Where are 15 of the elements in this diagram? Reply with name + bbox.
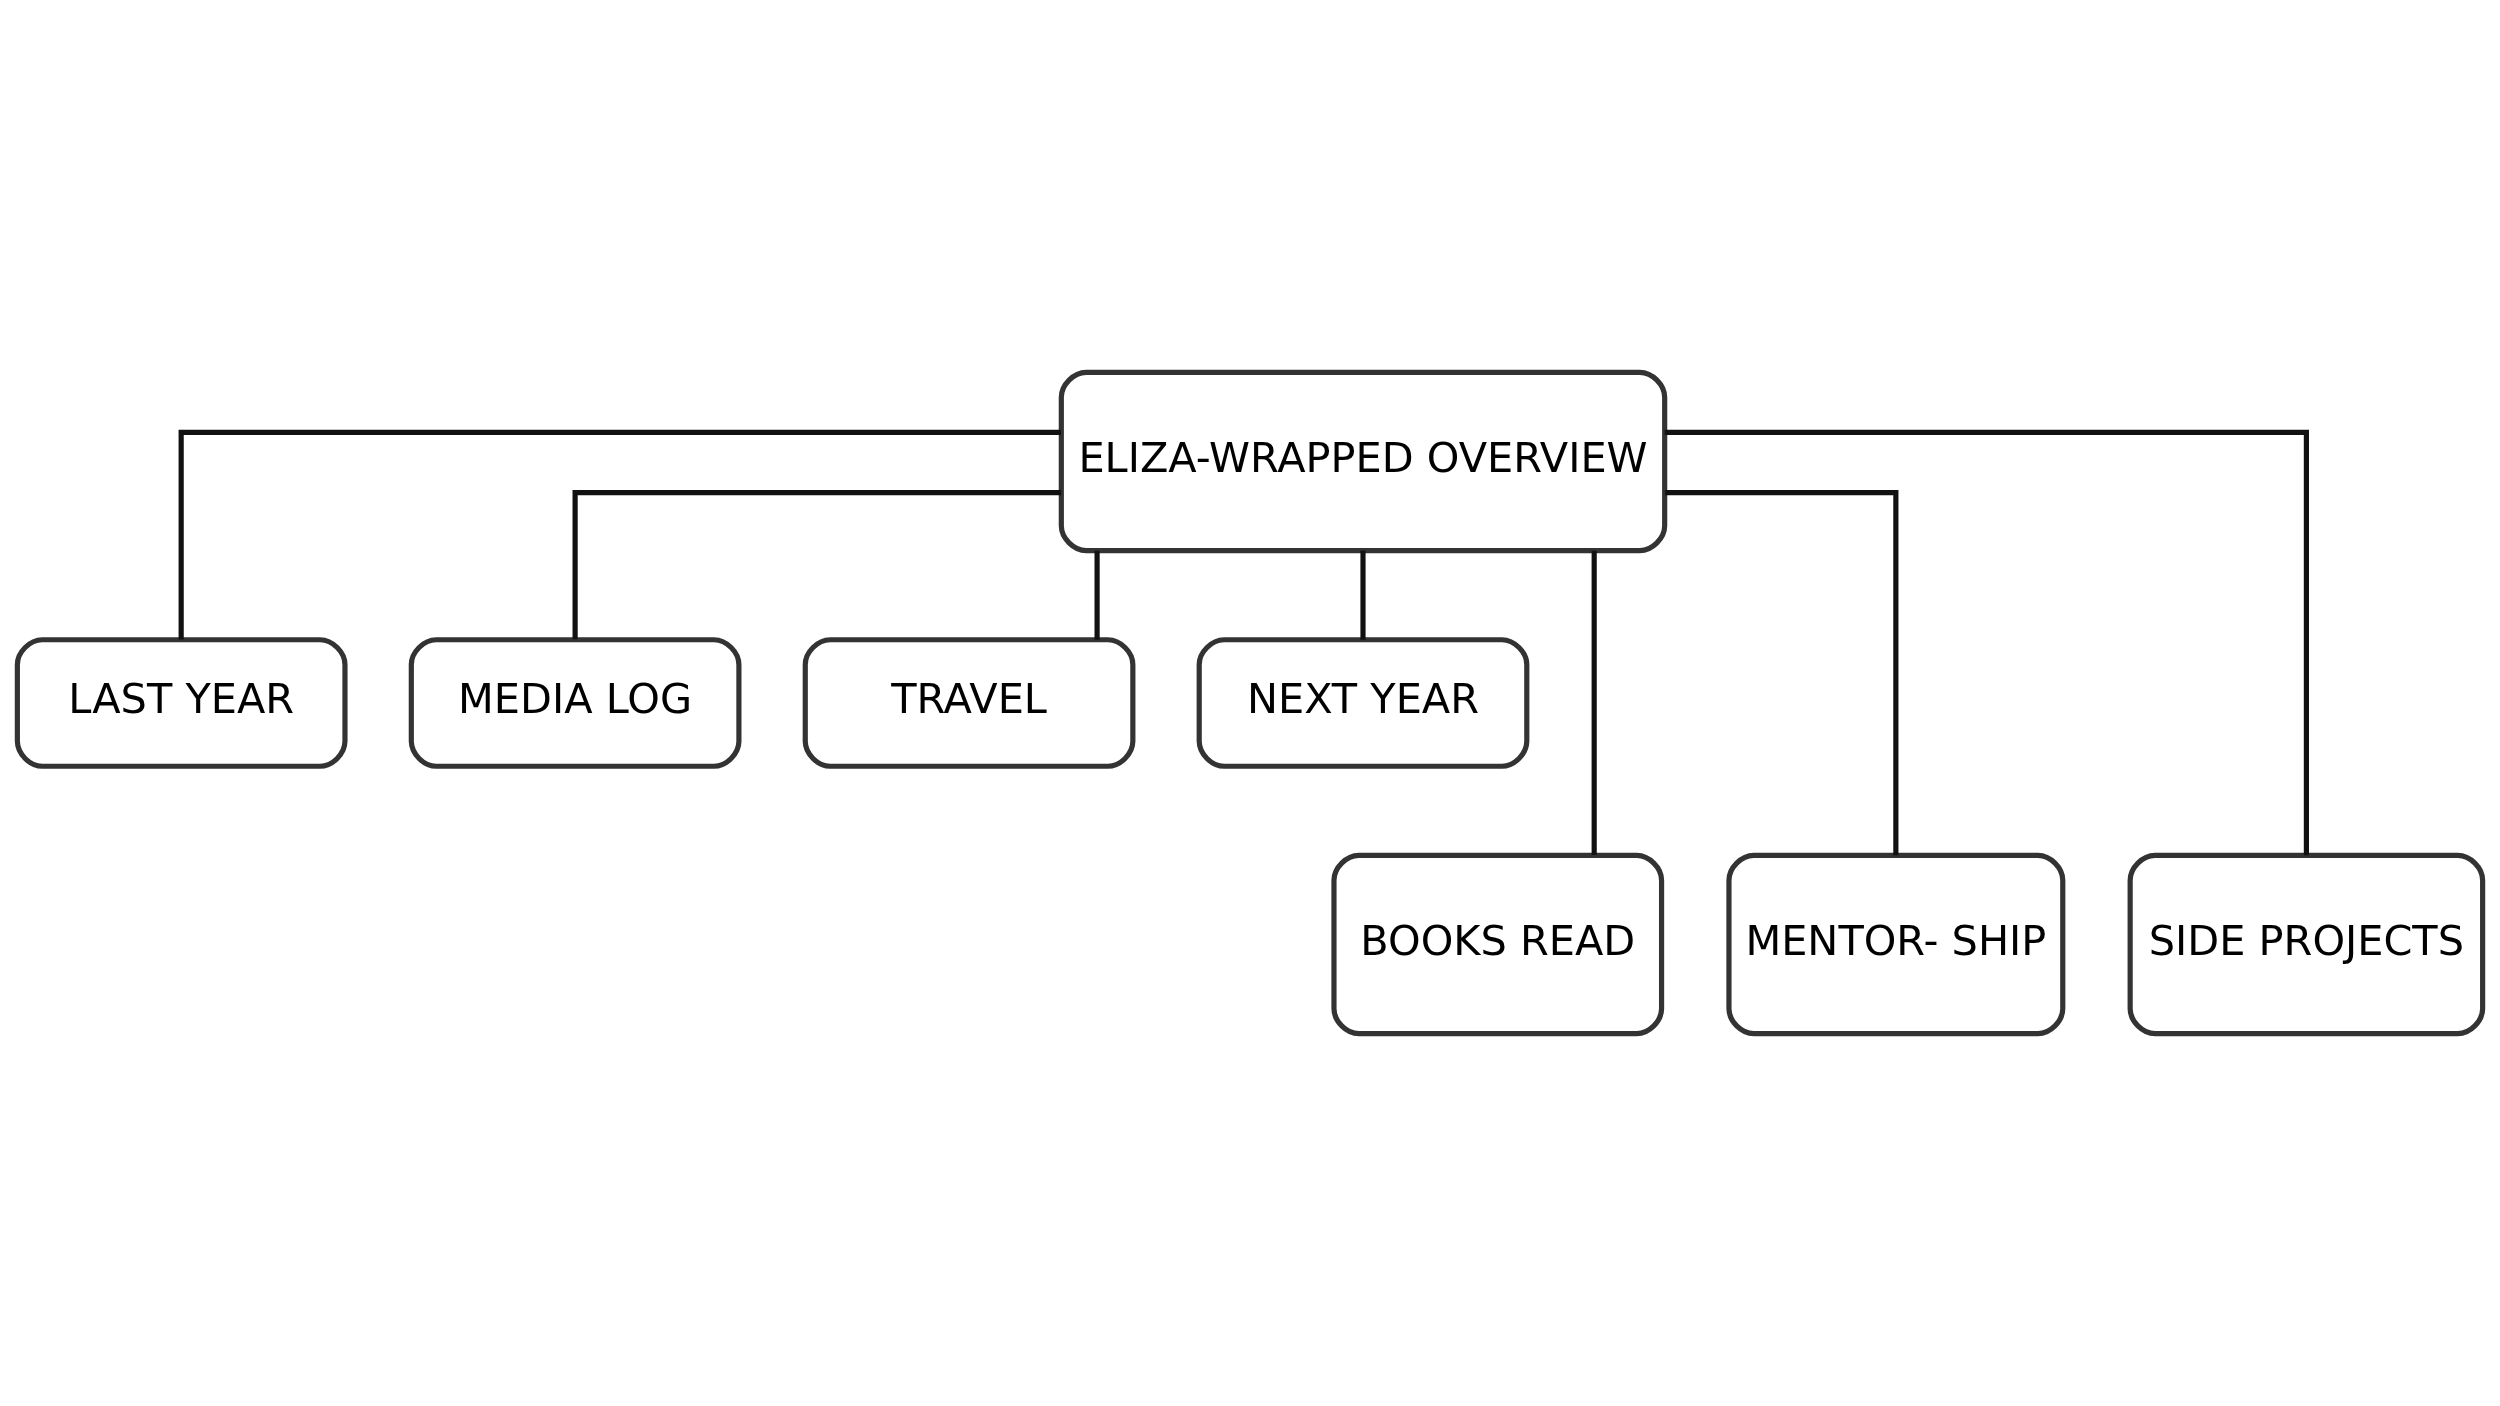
node-box: BOOKS READ: [1331, 852, 1665, 1037]
connector: [1665, 489, 1899, 856]
node-box: MEDIA LOG: [408, 637, 742, 769]
connector: [1094, 550, 1100, 640]
connector: [178, 429, 1061, 640]
connector: [572, 489, 1062, 640]
connector: [1664, 429, 2309, 856]
node-box: ELIZA-WRAPPED OVERVIEW: [1058, 369, 1668, 554]
node-box: SIDE PROJECTS: [2127, 852, 2486, 1037]
connector: [1360, 550, 1366, 640]
node-box: MENTOR- SHIP: [1726, 852, 2066, 1037]
node-box: TRAVEL: [802, 637, 1136, 769]
connector: [1591, 550, 1597, 856]
node-box: NEXT YEAR: [1196, 637, 1530, 769]
node-box: LAST YEAR: [14, 637, 348, 769]
